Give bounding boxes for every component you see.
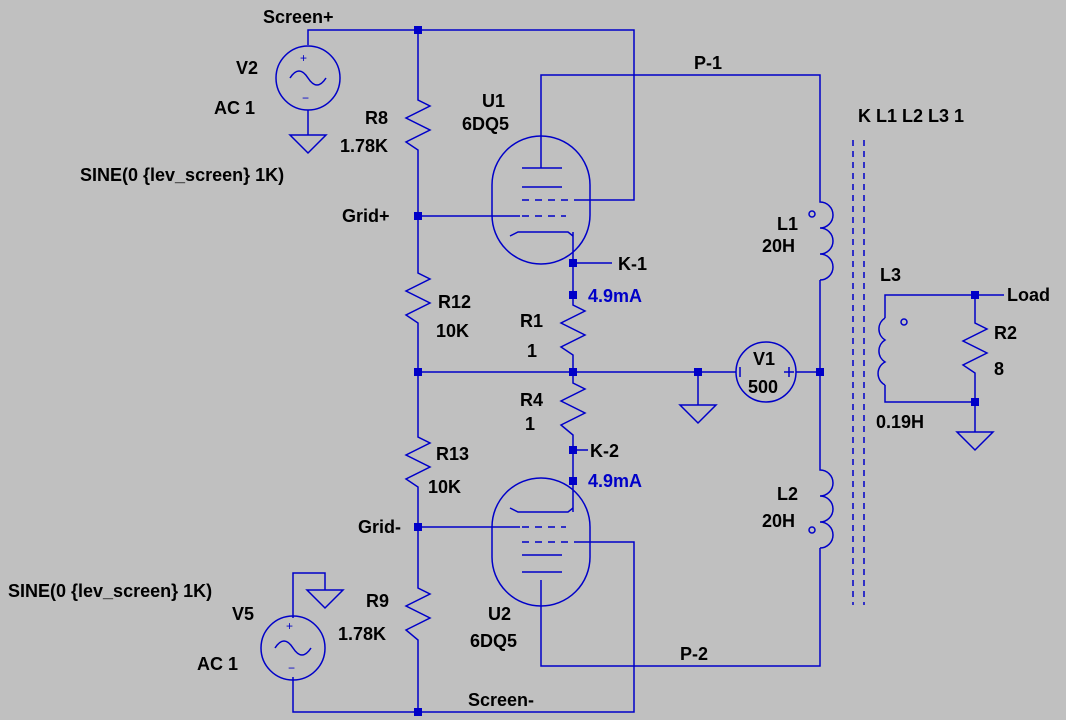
v5-value: AC 1	[197, 654, 238, 674]
svg-text:+: +	[286, 619, 293, 633]
ground-icon	[288, 134, 328, 155]
v2-name: V2	[236, 58, 258, 78]
l2-value: 20H	[762, 511, 795, 531]
resistor-r1	[559, 300, 587, 372]
resistor-r9	[404, 583, 432, 648]
wires	[292, 29, 1004, 713]
r1-value: 1	[527, 341, 537, 361]
junction-dot	[816, 368, 824, 376]
resistor-r13	[404, 432, 432, 494]
wire-screen-bottom	[292, 541, 635, 713]
tube-u2-symbol	[491, 477, 591, 607]
junction-dot	[414, 708, 422, 716]
junction-dot	[971, 398, 979, 406]
l3-value: 0.19H	[876, 412, 924, 432]
ground-symbols	[288, 134, 995, 610]
net-label-p1: P-1	[694, 53, 722, 73]
ground-icon	[305, 589, 345, 610]
net-label-grid-pos: Grid+	[342, 206, 390, 226]
current-annotation-r4: 4.9mA	[588, 471, 642, 491]
wire-p2	[540, 548, 821, 667]
r4-value: 1	[525, 414, 535, 434]
u1-model: 6DQ5	[462, 114, 509, 134]
v1-name: V1	[753, 349, 775, 369]
r2-name: R2	[994, 323, 1017, 343]
l2-name: L2	[777, 484, 798, 504]
source-v2-symbol: + −	[275, 45, 341, 111]
l1-name: L1	[777, 214, 798, 234]
r13-value: 10K	[428, 477, 461, 497]
junction-dot	[414, 368, 422, 376]
r4-name: R4	[520, 390, 543, 410]
inductor-l3	[877, 317, 908, 386]
r8-name: R8	[365, 108, 388, 128]
wire-l3-bottom	[884, 385, 976, 432]
inductor-symbols	[808, 140, 908, 605]
inductor-l1	[808, 195, 834, 281]
junction-dot	[694, 368, 702, 376]
wire-l3-top	[884, 294, 1004, 318]
junction-dot	[414, 26, 422, 34]
u1-name: U1	[482, 91, 505, 111]
source-v5-symbol: + −	[260, 615, 326, 681]
svg-text:−: −	[302, 91, 309, 105]
inductor-l2	[808, 462, 834, 549]
ground-icon	[955, 431, 995, 452]
coupling-directive: K L1 L2 L3 1	[858, 106, 964, 126]
resistor-r2	[961, 318, 989, 378]
junction-dot	[414, 212, 422, 220]
l3-name: L3	[880, 265, 901, 285]
r8-value: 1.78K	[340, 136, 388, 156]
net-label-p2: P-2	[680, 644, 708, 664]
wire-v5-gnd	[292, 572, 326, 618]
v5-name: V5	[232, 604, 254, 624]
resistor-symbols	[404, 95, 989, 648]
r9-name: R9	[366, 591, 389, 611]
labels: Screen+ Screen- Grid+ Grid- P-1 P-2 K-1 …	[8, 7, 1050, 710]
wire-screen-top	[307, 29, 635, 201]
net-label-k2: K-2	[590, 441, 619, 461]
junction-dot	[971, 291, 979, 299]
junction-dot	[569, 477, 577, 485]
r12-name: R12	[438, 292, 471, 312]
source-v1-symbol	[735, 341, 797, 403]
r13-name: R13	[436, 444, 469, 464]
r1-name: R1	[520, 311, 543, 331]
net-label-grid-neg: Grid-	[358, 517, 401, 537]
r2-value: 8	[994, 359, 1004, 379]
junction-dot	[569, 446, 577, 454]
junction-dot	[414, 523, 422, 531]
tube-u1-symbol	[491, 135, 591, 265]
net-label-screen-neg: Screen-	[468, 690, 534, 710]
v2-value: AC 1	[214, 98, 255, 118]
wire-p1	[540, 74, 821, 195]
r9-value: 1.78K	[338, 624, 386, 644]
l1-value: 20H	[762, 236, 795, 256]
junction-dot	[569, 291, 577, 299]
svg-text:−: −	[288, 661, 295, 675]
net-label-screen-pos: Screen+	[263, 7, 334, 27]
resistor-r12	[404, 268, 432, 332]
resistor-r4	[559, 372, 587, 445]
v5-directive: SINE(0 {lev_screen} 1K)	[8, 581, 212, 601]
r12-value: 10K	[436, 321, 469, 341]
svg-text:+: +	[300, 51, 307, 65]
net-label-load: Load	[1007, 285, 1050, 305]
v2-directive: SINE(0 {lev_screen} 1K)	[80, 165, 284, 185]
v1-value: 500	[748, 377, 778, 397]
net-label-k1: K-1	[618, 254, 647, 274]
ground-icon	[678, 404, 718, 425]
junction-dot	[569, 259, 577, 267]
u2-name: U2	[488, 604, 511, 624]
resistor-r8	[404, 95, 432, 158]
u2-model: 6DQ5	[470, 631, 517, 651]
current-annotation-r1: 4.9mA	[588, 286, 642, 306]
